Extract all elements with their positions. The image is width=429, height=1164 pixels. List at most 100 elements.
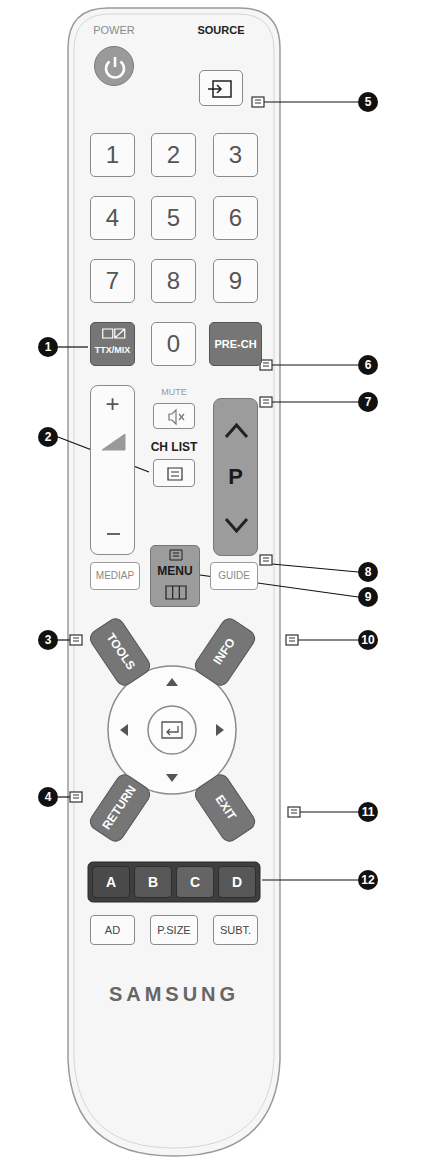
button-label: P.SIZE [157,924,190,937]
channel-rocker: P [213,398,258,556]
icon-stroke [107,533,120,535]
power-icon [95,47,135,87]
callout-number: 8 [358,562,378,582]
button-label: P [228,464,243,489]
button-label: 7 [106,267,119,295]
button-label: 9 [229,267,242,295]
number-key: 7 [90,259,135,303]
prech-button: PRE-CH [209,322,261,366]
remote-body-outline [68,8,280,1156]
callout-number: 3 [38,630,58,650]
button-label: GUIDE [218,570,250,582]
button-label: C [190,874,200,890]
button-label: B [148,874,158,890]
mute-icon [154,404,196,430]
icon-stroke [168,468,182,480]
number-key: 6 [213,196,258,240]
number-key: 2 [151,133,196,177]
button-label: D [232,874,242,890]
button-label: PRE-CH [214,338,256,351]
button-shape [94,46,134,86]
button-label: A [106,874,116,890]
remote-body-rim [74,14,274,1148]
brand-name: SAMSUNG [109,983,239,1006]
callout-number: 9 [358,587,378,607]
button-label: 6 [229,204,242,232]
callout-number: 7 [358,392,378,412]
callout-number: 12 [358,870,378,890]
button-label: 1 [106,141,119,169]
tools-button: TOOLS [86,615,153,689]
button-label: 2 [167,141,180,169]
button-label: MEDIAP [96,570,134,582]
button-shape [153,403,195,429]
button-label: 5 [167,204,180,232]
icon-stroke [179,414,184,420]
button-label: AD [105,924,120,937]
volume-rocker: + [90,385,135,555]
icon-stroke [115,329,125,338]
button-label: 8 [167,267,180,295]
source-button: SOURCE [193,20,249,108]
guide-button: GUIDE [210,562,258,590]
icon-stroke [169,410,176,424]
picture-size-button: P.SIZE [150,915,198,945]
button-label: EXIT [212,793,238,823]
icon-stroke [166,586,186,599]
button-label: 0 [167,330,180,358]
callout-number: 11 [358,802,378,822]
callout-number: 5 [358,92,378,112]
color-key: D [218,866,256,898]
return-button: RETURN [86,771,153,845]
number-key: 9 [213,259,258,303]
button-shape [153,459,195,487]
icon-stroke [208,85,221,93]
channel-list-button: CH LIST [145,438,203,490]
icon-stroke [114,57,117,67]
button-label: SUBT. [220,924,251,937]
color-key: A [92,866,130,898]
color-key-bar [88,862,260,902]
remote-body: SAMSUNG POWER SOURCE 1 2 3 4 5 6 7 8 9TTX/MIX 0 PRE-C… [68,8,280,1156]
number-key: 5 [151,196,196,240]
button-caption: SOURCE [197,20,244,40]
icon-stroke [103,329,113,338]
mute-button: MUTE [150,384,198,432]
button-label: 3 [229,141,242,169]
exit-button: EXIT [191,771,258,845]
callout-number: 1 [38,337,58,357]
button-label: RETURN [100,783,139,832]
source-icon [200,71,244,107]
button-label: TTX/MIX [95,345,131,355]
menu-button: MENU [150,545,200,607]
icon-stroke [170,550,182,560]
chlist-icon [154,460,196,488]
button-caption: MUTE [161,384,187,400]
callout-number: 2 [38,427,58,447]
callout-number: 10 [358,630,378,650]
callout-number: 6 [358,355,378,375]
media-play-button: MEDIAP [90,562,140,590]
teletext-button: TTX/MIX [90,322,136,366]
button-label: + [105,390,119,418]
number-key: 0 [151,322,196,366]
audio-description-button: AD [90,915,135,945]
callout-number: 4 [38,787,58,807]
number-key: 4 [90,196,135,240]
power-button: POWER [90,20,138,108]
button-label: MENU [157,565,192,579]
number-key: 3 [213,133,258,177]
leader-lines [58,102,358,880]
icon-stroke [102,434,125,450]
subtitle-button: SUBT. [213,915,258,945]
button-caption: POWER [93,20,135,40]
button-label: TOOLS [103,631,137,673]
button-label: 4 [106,204,119,232]
icon-stroke [226,519,247,531]
color-key: B [134,866,172,898]
button-shape [199,70,243,106]
icon-stroke [226,425,247,437]
color-key: C [176,866,214,898]
icon-stroke [171,472,179,476]
info-button: INFO [191,615,258,689]
